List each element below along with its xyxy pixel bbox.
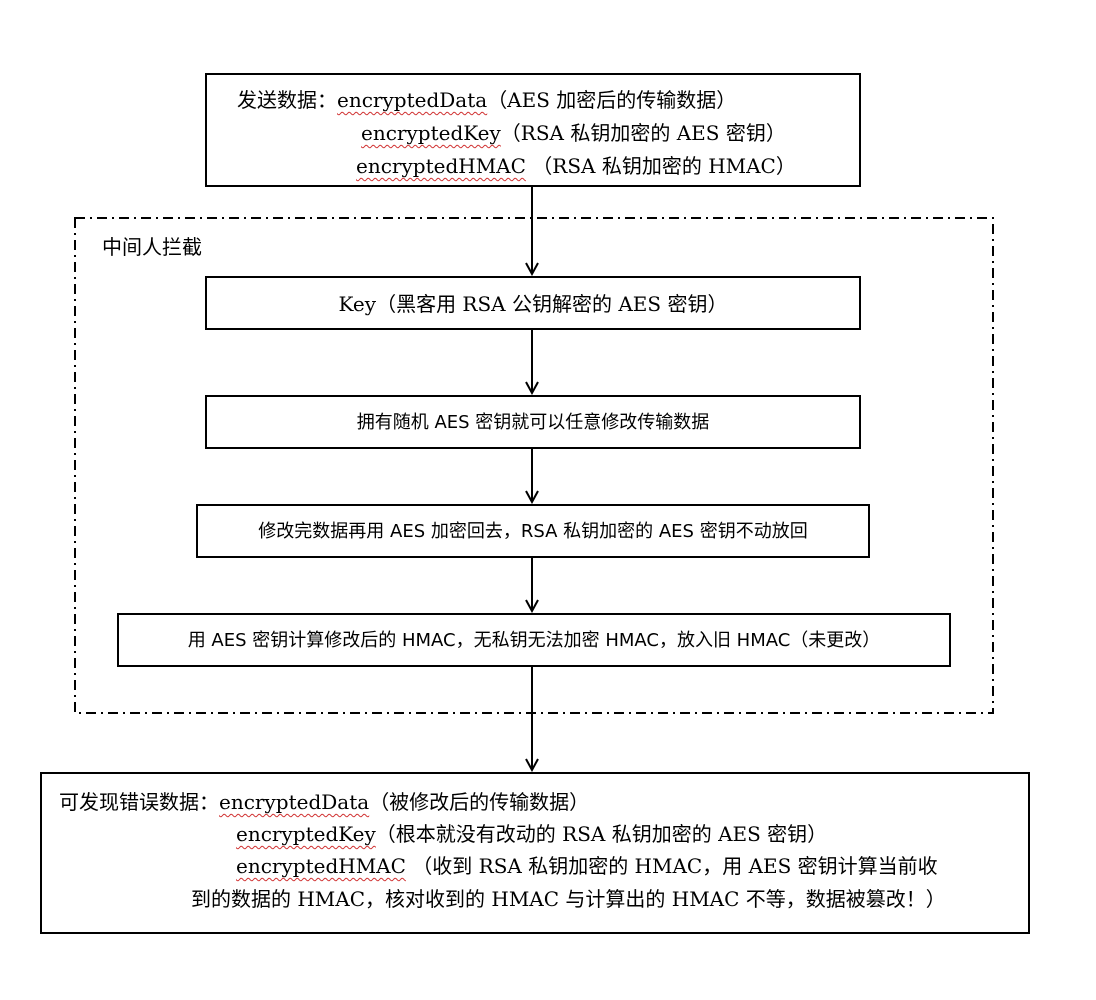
step-hmac-box: 用 AES 密钥计算修改后的 HMAC，无私钥无法加密 HMAC，放入旧 HMA… bbox=[117, 613, 951, 667]
detect-data-term: encryptedData bbox=[219, 790, 370, 814]
detect-key-line: encryptedKey（根本就没有改动的 RSA 私钥加密的 AES 密钥） bbox=[236, 820, 827, 848]
send-hmac-line: encryptedHMAC （RSA 私钥加密的 HMAC） bbox=[356, 152, 796, 180]
step-decrypt-key-box: Key（黑客用 RSA 公钥解密的 AES 密钥） bbox=[205, 276, 861, 330]
detect-hmac-term: encryptedHMAC bbox=[236, 854, 406, 878]
send-hmac-term: encryptedHMAC bbox=[356, 154, 526, 178]
send-hmac-desc: （RSA 私钥加密的 HMAC） bbox=[525, 154, 796, 178]
detect-key-desc: （根本就没有改动的 RSA 私钥加密的 AES 密钥） bbox=[375, 822, 828, 846]
send-data-box: 发送数据：encryptedData（AES 加密后的传输数据） encrypt… bbox=[205, 73, 861, 187]
detect-hmac-desc: （收到 RSA 私钥加密的 HMAC，用 AES 密钥计算当前收 bbox=[405, 854, 938, 878]
send-data-line-1: 发送数据：encryptedData（AES 加密后的传输数据） bbox=[237, 86, 736, 114]
send-data-term: encryptedData bbox=[337, 88, 488, 112]
detect-error-box: 可发现错误数据：encryptedData（被修改后的传输数据） encrypt… bbox=[40, 772, 1030, 934]
step-decrypt-key-text: Key（黑客用 RSA 公钥解密的 AES 密钥） bbox=[338, 292, 728, 316]
step-modify-data-box: 拥有随机 AES 密钥就可以任意修改传输数据 bbox=[205, 395, 861, 449]
detect-data-desc: （被修改后的传输数据） bbox=[369, 790, 590, 814]
detect-data-line: 可发现错误数据：encryptedData（被修改后的传输数据） bbox=[59, 788, 589, 816]
send-data-prefix: 发送数据： bbox=[237, 88, 337, 112]
step-modify-data-text: 拥有随机 AES 密钥就可以任意修改传输数据 bbox=[356, 412, 710, 433]
mitm-label: 中间人拦截 bbox=[102, 235, 202, 259]
detect-prefix: 可发现错误数据： bbox=[59, 790, 219, 814]
step-reencrypt-box: 修改完数据再用 AES 加密回去，RSA 私钥加密的 AES 密钥不动放回 bbox=[196, 504, 870, 558]
send-key-desc: （RSA 私钥加密的 AES 密钥） bbox=[500, 121, 786, 145]
detect-continuation-line: 到的数据的 HMAC，核对收到的 HMAC 与计算出的 HMAC 不等，数据被篡… bbox=[191, 887, 946, 911]
step-reencrypt-text: 修改完数据再用 AES 加密回去，RSA 私钥加密的 AES 密钥不动放回 bbox=[258, 521, 808, 542]
step-hmac-text: 用 AES 密钥计算修改后的 HMAC，无私钥无法加密 HMAC，放入旧 HMA… bbox=[187, 630, 881, 651]
send-key-term: encryptedKey bbox=[361, 121, 501, 145]
detect-key-term: encryptedKey bbox=[236, 822, 376, 846]
send-data-desc: （AES 加密后的传输数据） bbox=[487, 88, 737, 112]
detect-hmac-line: encryptedHMAC （收到 RSA 私钥加密的 HMAC，用 AES 密… bbox=[236, 852, 938, 880]
send-key-line: encryptedKey（RSA 私钥加密的 AES 密钥） bbox=[361, 119, 786, 147]
